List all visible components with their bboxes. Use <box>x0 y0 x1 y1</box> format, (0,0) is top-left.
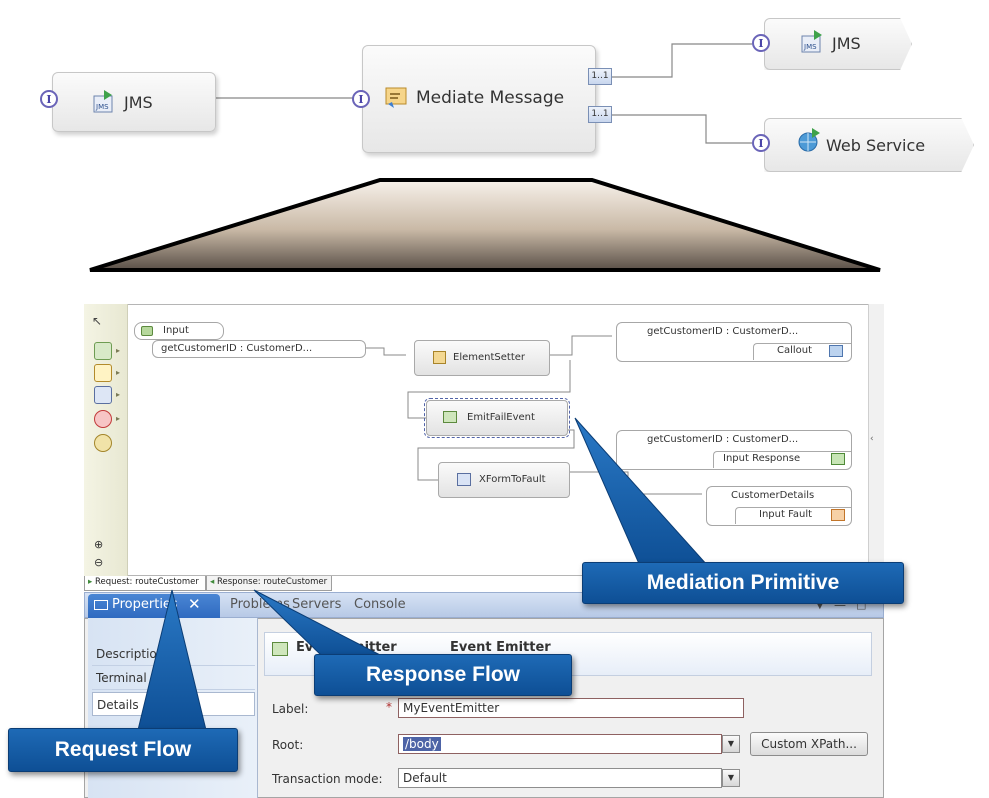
web-service-icon <box>798 128 820 152</box>
input-operation-box[interactable]: getCustomerID : CustomerD... <box>152 340 366 358</box>
export-webservice-label: Web Service <box>826 136 926 155</box>
input-node-label: Input <box>163 325 189 336</box>
import-jms-node[interactable] <box>52 72 216 132</box>
input-response-operation-label: getCustomerID : CustomerD... <box>647 434 799 445</box>
select-pointer-icon[interactable]: ↖ <box>92 314 103 328</box>
palette-message-icon[interactable] <box>94 342 112 360</box>
close-icon[interactable]: ✕ <box>188 595 201 613</box>
zoom-in-icon[interactable]: ⊕ <box>94 538 104 551</box>
jms-icon: JMS <box>93 90 113 113</box>
import-jms-label: JMS <box>124 93 153 112</box>
emit-fail-event-primitive[interactable]: EmitFailEvent <box>424 398 570 438</box>
callout-node[interactable]: getCustomerID : CustomerD... Callout <box>616 322 852 362</box>
tab-response-flow[interactable]: ◂ Response: routeCustomer <box>206 576 332 591</box>
input-response-label: Input Response <box>723 453 801 464</box>
event-emitter-icon <box>272 642 288 656</box>
palette-expand-icon[interactable]: ▸ <box>116 346 121 355</box>
input-response-tab <box>713 451 851 468</box>
reference-port-2[interactable]: 1..1 <box>588 106 612 123</box>
emit-event-icon <box>443 411 457 423</box>
customer-details-label: CustomerDetails <box>731 490 815 501</box>
tab-response-flow-label: Response: routeCustomer <box>216 577 328 587</box>
svg-text:JMS: JMS <box>95 103 109 111</box>
interface-icon: I <box>752 134 770 152</box>
palette-expand-icon[interactable]: ▸ <box>116 390 121 399</box>
assembly-wires <box>89 43 881 272</box>
label-field[interactable]: MyEventEmitter <box>398 698 744 718</box>
view-menu-icon[interactable]: ▼ <box>816 600 824 611</box>
input-response-node[interactable]: getCustomerID : CustomerD... Input Respo… <box>616 430 852 470</box>
response-flow-icon: ◂ <box>210 577 215 587</box>
transaction-mode-caption: Transaction mode: <box>272 772 383 786</box>
palette-expand-icon[interactable]: ▸ <box>116 414 121 423</box>
root-caption: Root: <box>272 738 304 752</box>
input-fault-node[interactable]: CustomerDetails Input Fault <box>706 486 852 526</box>
input-fault-tab <box>735 507 851 524</box>
mediation-primitive-pointer <box>574 417 710 567</box>
tab-properties-label: Properties <box>112 597 178 612</box>
callout-icon <box>829 345 843 357</box>
root-field[interactable]: /body <box>398 734 722 754</box>
mediation-flow-icon <box>385 87 407 108</box>
input-node[interactable]: Input <box>134 322 224 340</box>
input-icon <box>141 326 153 336</box>
root-dropdown-button[interactable]: ▼ <box>722 735 740 753</box>
palette-gears-icon[interactable] <box>94 434 112 452</box>
tab-request-flow-label: Request: routeCustomer <box>94 577 199 587</box>
input-fault-label: Input Fault <box>759 509 813 520</box>
properties-header-title: Event Emitter <box>450 640 551 655</box>
xform-to-fault-primitive[interactable]: XFormToFault <box>438 462 570 498</box>
element-setter-primitive[interactable]: ElementSetter <box>414 340 550 376</box>
maximize-icon[interactable]: □ <box>856 598 867 611</box>
transaction-mode-field[interactable]: Default <box>398 768 722 788</box>
tab-properties[interactable] <box>88 594 220 618</box>
canvas-side-ruler[interactable] <box>868 304 884 576</box>
callout-tab <box>753 343 851 360</box>
palette-transform-icon[interactable] <box>94 386 112 404</box>
export-jms-node[interactable] <box>764 18 912 70</box>
collapse-arrow-icon[interactable]: ‹ <box>870 434 874 444</box>
tab-request-flow[interactable]: ▸ Request: routeCustomer <box>84 576 206 591</box>
element-setter-icon <box>433 351 446 364</box>
export-jms-label: JMS <box>832 34 861 53</box>
zoom-trapezoid <box>89 178 881 272</box>
input-fault-icon <box>831 509 845 521</box>
jms-icon: JMS <box>801 30 822 53</box>
transaction-mode-dropdown-button[interactable]: ▼ <box>722 769 740 787</box>
palette-expand-icon[interactable]: ▸ <box>116 368 121 377</box>
tab-console[interactable]: Console <box>354 597 406 612</box>
emit-fail-event-label: EmitFailEvent <box>467 412 535 423</box>
xform-to-fault-label: XFormToFault <box>479 474 546 485</box>
root-value: /body <box>403 737 441 751</box>
reference-port-1[interactable]: 1..1 <box>588 68 612 85</box>
interface-icon: I <box>752 34 770 52</box>
element-setter-label: ElementSetter <box>453 352 526 363</box>
required-marker: * <box>386 700 392 714</box>
request-flow-icon: ▸ <box>88 577 93 587</box>
zoom-out-icon[interactable]: ⊖ <box>94 556 104 569</box>
tab-servers[interactable]: Servers <box>292 597 342 612</box>
interface-icon: I <box>352 90 370 108</box>
request-flow-callout: Request Flow <box>8 728 238 772</box>
input-operation-label: getCustomerID : CustomerD... <box>161 343 313 354</box>
mediation-module-label: Mediate Message <box>416 88 565 108</box>
callout-operation-label: getCustomerID : CustomerD... <box>647 326 799 337</box>
palette-envelope-icon[interactable] <box>94 364 112 382</box>
request-flow-pointer <box>137 589 207 731</box>
mediation-primitive-callout: Mediation Primitive <box>582 562 904 604</box>
custom-xpath-button[interactable]: Custom XPath... <box>750 732 868 756</box>
properties-icon <box>94 600 108 610</box>
palette-error-icon[interactable] <box>94 410 112 428</box>
response-flow-pointer <box>253 589 383 657</box>
xform-icon <box>457 473 471 486</box>
response-flow-callout: Response Flow <box>314 654 572 696</box>
label-caption: Label: <box>272 702 309 716</box>
callout-label: Callout <box>777 345 813 356</box>
svg-text:JMS: JMS <box>803 43 817 51</box>
input-response-icon <box>831 453 845 465</box>
interface-icon: I <box>40 90 58 108</box>
